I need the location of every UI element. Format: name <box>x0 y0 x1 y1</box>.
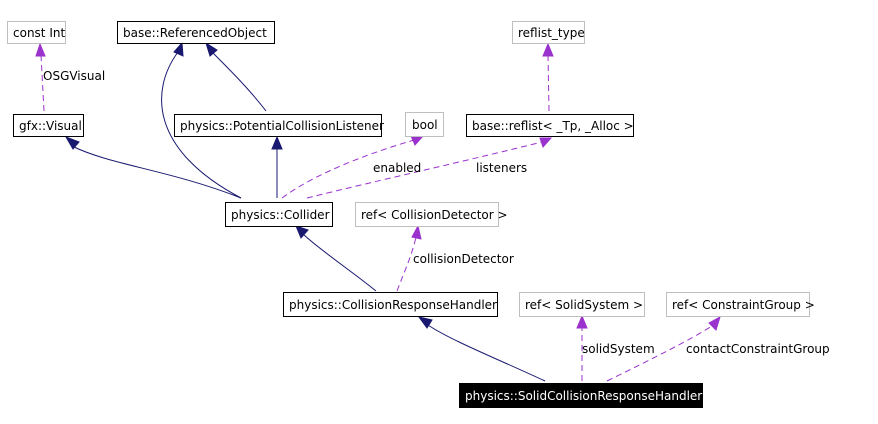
arrowhead-referencedobject-b <box>205 41 218 57</box>
arrowhead-handler <box>417 316 433 329</box>
arrowhead-reflist-type <box>542 42 554 57</box>
svg-text:base::reflist< _Tp, _Alloc >: base::reflist< _Tp, _Alloc > <box>472 119 634 133</box>
edge-label-listeners: listeners <box>476 161 527 175</box>
svg-text:physics::PotentialCollisionLis: physics::PotentialCollisionListener <box>180 119 384 133</box>
svg-text:ref< ConstraintGroup >: ref< ConstraintGroup > <box>672 298 815 312</box>
svg-text:physics::Collider: physics::Collider <box>231 208 330 222</box>
arrowhead-constraint-group <box>708 315 721 331</box>
svg-text:reflist_type: reflist_type <box>518 26 585 40</box>
svg-text:ref< CollisionDetector >: ref< CollisionDetector > <box>361 208 508 222</box>
arrowhead-gfx-visual <box>64 136 80 150</box>
node-base-reflist[interactable]: base::reflist< _Tp, _Alloc > <box>466 114 634 137</box>
node-collider[interactable]: physics::Collider <box>225 202 333 227</box>
arrowhead-solid-system <box>576 314 588 329</box>
svg-text:const Int: const Int <box>13 26 65 40</box>
svg-text:bool: bool <box>412 118 438 132</box>
edge-referencedobject-to-collider <box>161 51 242 199</box>
arrowhead-const-int <box>35 42 46 57</box>
edge-reflisttype-to-reflist <box>547 54 550 112</box>
svg-text:base::ReferencedObject: base::ReferencedObject <box>123 26 267 40</box>
svg-text:physics::SolidCollisionRespons: physics::SolidCollisionResponseHandler <box>465 389 702 403</box>
edge-label-solid-system: solidSystem <box>582 342 655 356</box>
node-ref-collision-detector[interactable]: ref< CollisionDetector > <box>355 202 508 227</box>
edge-label-enabled: enabled <box>373 161 421 175</box>
arrowhead-listener <box>271 135 283 150</box>
node-gfx-visual[interactable]: gfx::Visual <box>13 114 84 137</box>
node-referenced-object[interactable]: base::ReferencedObject <box>117 21 275 44</box>
edge-label-osg-visual: OSGVisual <box>43 69 105 83</box>
edge-handler-to-solidhandler <box>427 324 546 382</box>
edge-constint-to-visual <box>40 54 45 112</box>
edge-collisiondetector-to-handler <box>396 236 417 292</box>
node-potential-collision-listener[interactable]: physics::PotentialCollisionListener <box>174 114 385 137</box>
node-bool[interactable]: bool <box>405 112 444 137</box>
edge-visual-to-collider <box>71 145 242 199</box>
edge-label-collision-detector: collisionDetector <box>413 252 514 266</box>
edge-label-contact-constraint-group: contactConstraintGroup <box>686 342 830 356</box>
arrowhead-bool <box>410 135 425 146</box>
arrowhead-collider <box>295 225 309 239</box>
edge-bool-to-collider <box>281 139 415 199</box>
edge-constraintgroup-to-solidhandler <box>606 325 713 382</box>
node-reflist-type[interactable]: reflist_type <box>512 21 585 44</box>
arrowhead-collision-detector <box>411 224 422 240</box>
arrowhead-referencedobject-a <box>173 41 184 57</box>
svg-text:physics::CollisionResponseHand: physics::CollisionResponseHandler <box>289 298 497 312</box>
edge-reflist-to-collider <box>306 141 543 199</box>
node-solid-collision-response-handler[interactable]: physics::SolidCollisionResponseHandler <box>459 383 703 408</box>
svg-text:ref< SolidSystem >: ref< SolidSystem > <box>525 298 643 312</box>
svg-text:gfx::Visual: gfx::Visual <box>19 119 82 133</box>
node-collision-response-handler[interactable]: physics::CollisionResponseHandler <box>283 292 498 317</box>
edge-referencedobject-to-listener <box>211 51 267 112</box>
node-const-int[interactable]: const Int <box>7 21 66 44</box>
node-ref-solid-system[interactable]: ref< SolidSystem > <box>519 292 645 317</box>
node-ref-constraint-group[interactable]: ref< ConstraintGroup > <box>666 292 815 317</box>
arrowhead-reflist <box>539 137 553 148</box>
edge-collider-to-handler <box>302 233 377 292</box>
